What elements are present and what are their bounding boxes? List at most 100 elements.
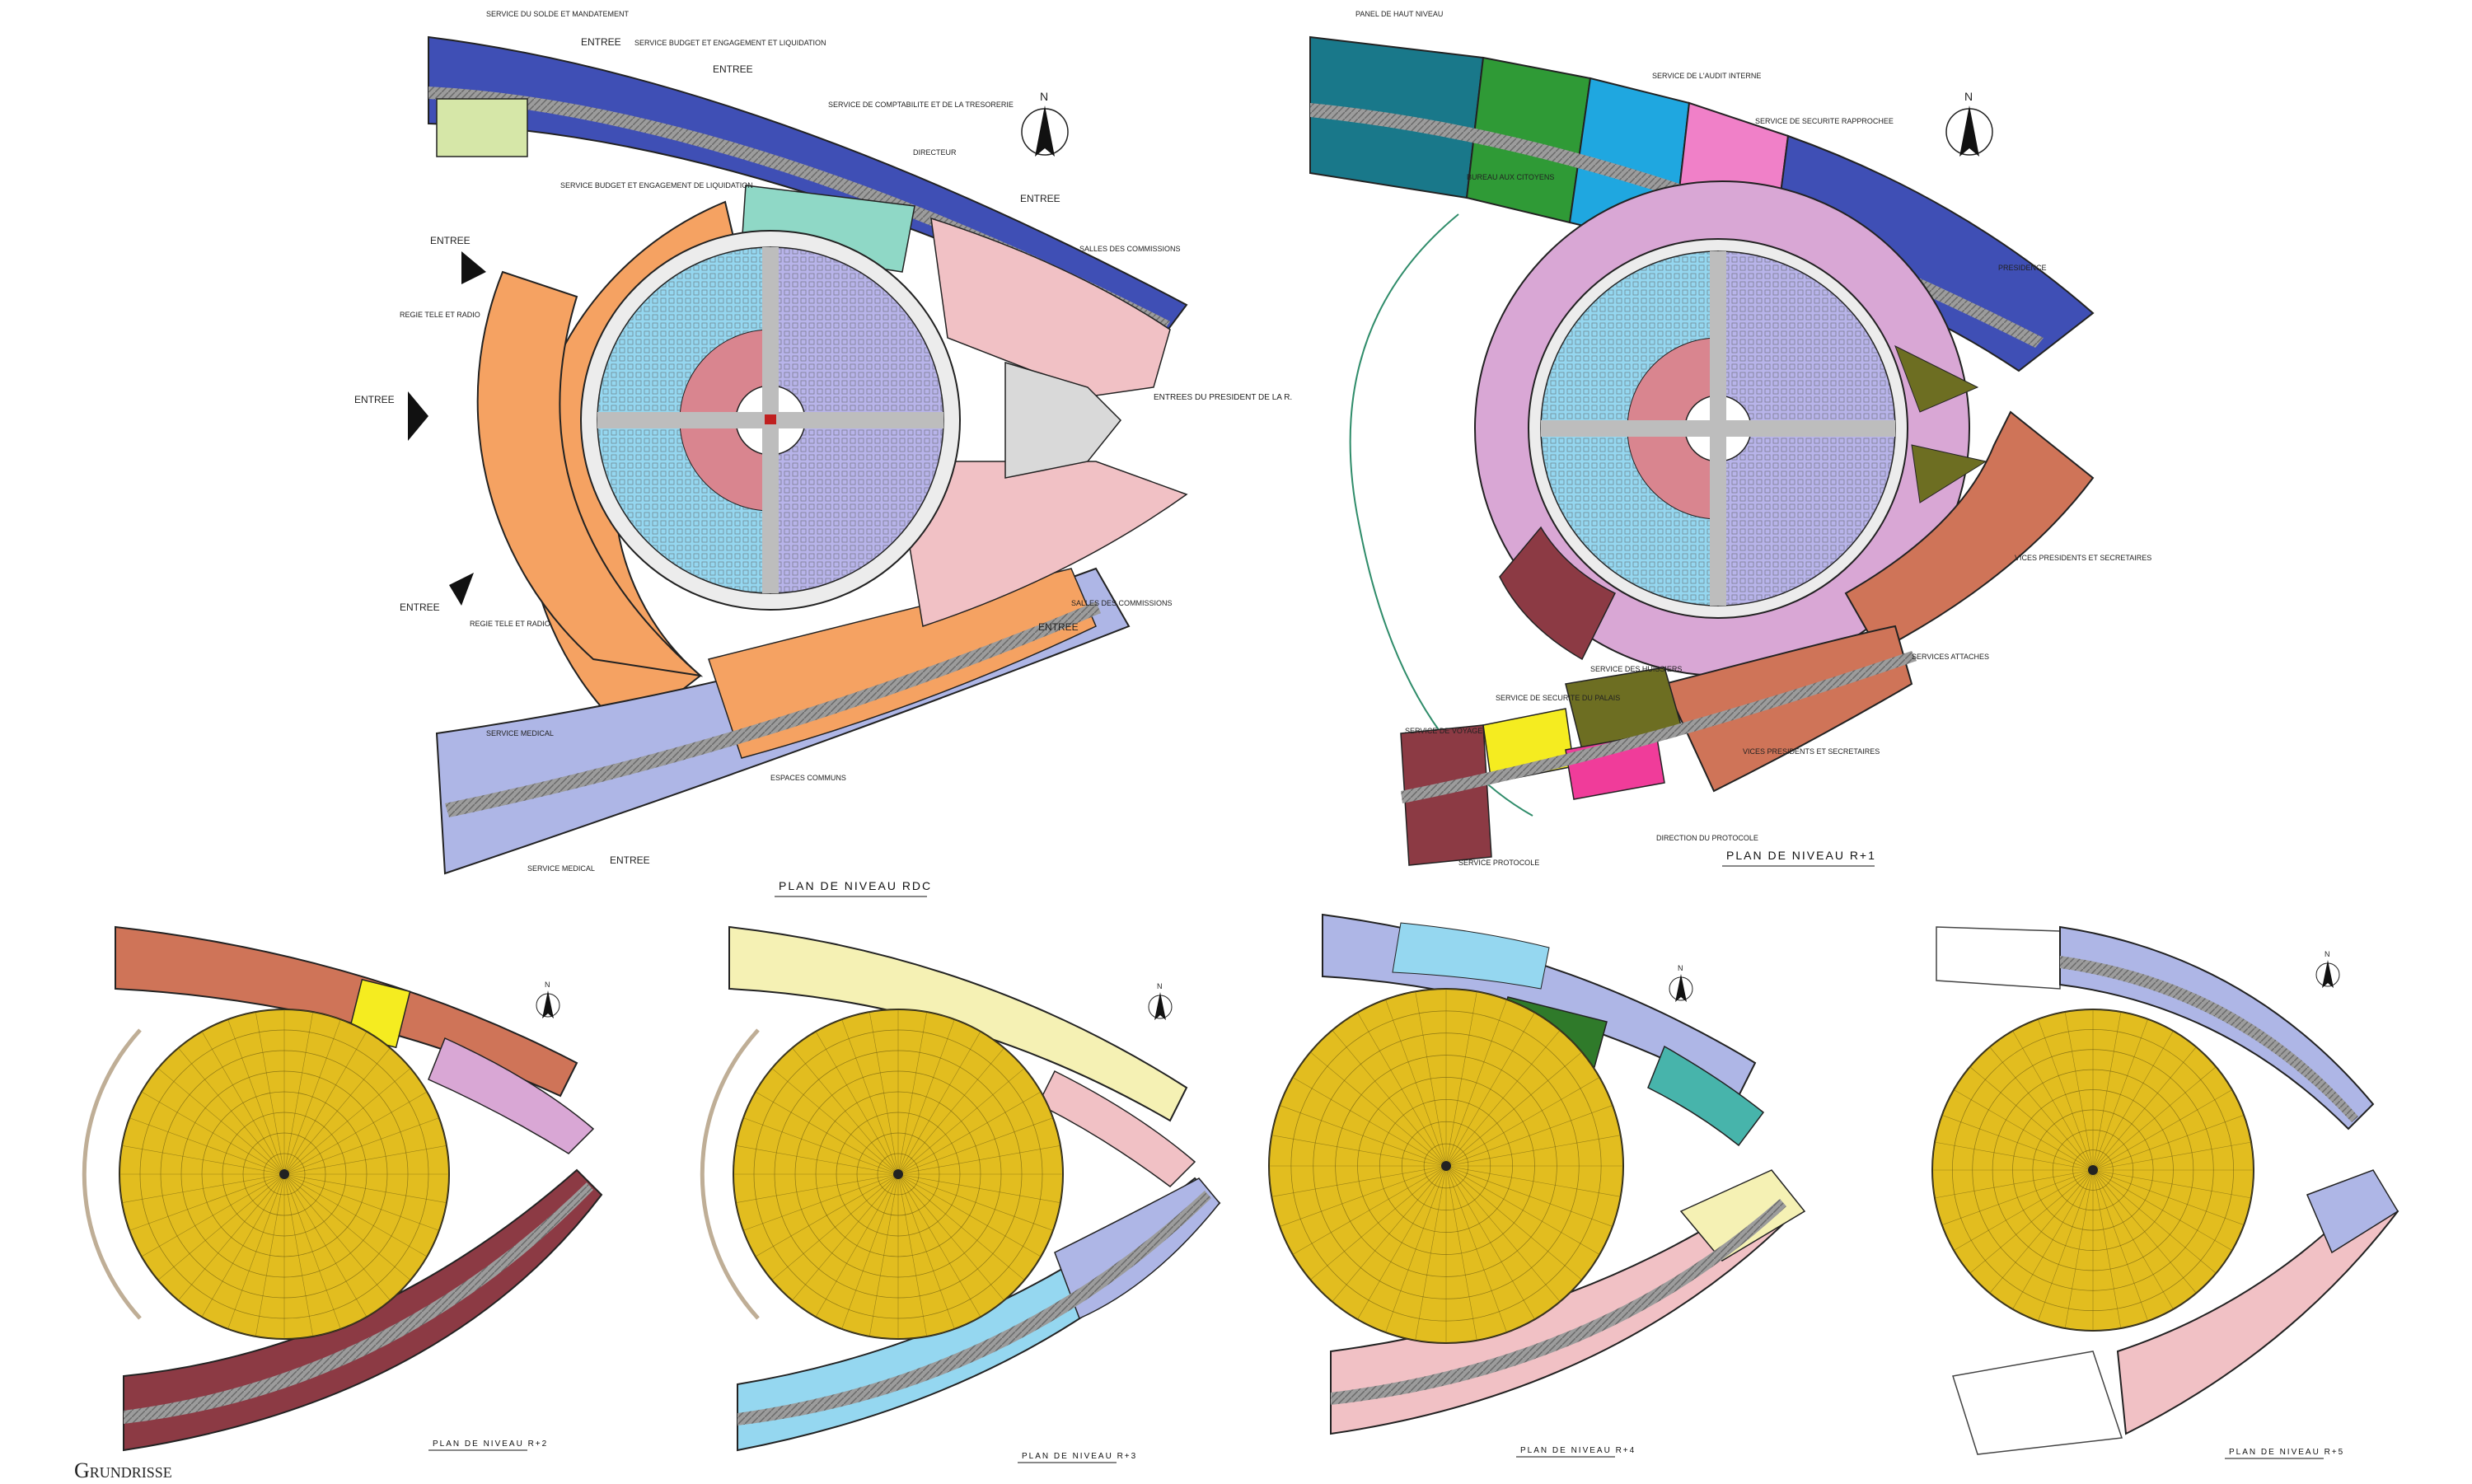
north-arrow-icon: N — [1669, 964, 1693, 1002]
plan-r4: N PLAN DE NIVEAU R+4 — [1268, 913, 1806, 1458]
dome-grid-ray — [897, 1173, 1025, 1280]
dome-grid-ray — [283, 1011, 314, 1175]
dome-grid-ray — [121, 1145, 285, 1175]
dome-grid-ray — [2092, 1066, 2217, 1171]
dome-grid-ray — [283, 1173, 314, 1337]
dome-grid-ray — [2092, 1011, 2122, 1171]
dome-grid-ray — [897, 1173, 1004, 1301]
dome-grid-ray — [1941, 1115, 2094, 1171]
dome-grid-ray — [1445, 1165, 1613, 1227]
r5-top-outline — [1936, 926, 2061, 990]
r1-bottom-corridor — [1401, 651, 1917, 803]
rdc-podium-mark — [765, 414, 776, 424]
dome-grid-ray — [897, 1173, 1042, 1257]
dome-grid-ray — [178, 1047, 285, 1175]
dome-grid-ray — [1969, 1169, 2094, 1274]
dome-grid-ray — [157, 1173, 285, 1280]
dome-center — [2088, 1165, 2098, 1175]
dome-grid-ray — [1445, 991, 1477, 1167]
rdc-pink-rooms-lower — [906, 461, 1188, 627]
dome-grids — [119, 988, 2254, 1344]
svg-text:N: N — [1157, 982, 1163, 990]
dome-grid-ray — [2092, 1030, 2174, 1171]
dome-grid-ray — [2064, 1169, 2094, 1329]
dome-grid-ray — [1445, 999, 1507, 1167]
dome-grid-ray — [1445, 1165, 1621, 1197]
plan-r3: N PLAN DE NIVEAU R+3 — [700, 925, 1221, 1463]
r2-outer-arc — [82, 1028, 142, 1320]
dome-grid-ray — [1385, 1165, 1447, 1333]
dome-grid-ray — [1445, 1165, 1582, 1280]
north-arrow-icon: N — [1021, 90, 1069, 157]
plan-r2: N PLAN DE NIVEAU R+2 — [82, 925, 603, 1452]
dome-grid-ray — [1310, 1165, 1447, 1280]
dome-grid-ray — [283, 1173, 368, 1318]
dome-grid-ray — [1279, 1105, 1447, 1167]
svg-text:N: N — [1040, 90, 1048, 103]
svg-text:N: N — [1678, 964, 1683, 972]
dome-grid-ray — [1445, 1165, 1561, 1302]
r3-top-wing-pink — [1037, 1070, 1196, 1187]
dome-grid-ray — [2012, 1169, 2094, 1310]
dome-center — [279, 1169, 289, 1179]
r1-olive-wedge — [1894, 344, 1979, 413]
dome-grid-ray — [2092, 1169, 2233, 1251]
dome-grid-ray — [815, 1173, 899, 1318]
dome-grid-ray — [283, 1173, 428, 1257]
rdc-service-label: SERVICE MEDICAL — [486, 729, 554, 737]
rdc-entree-label: ENTREES DU PRESIDENT DE LA R. — [1154, 393, 1292, 402]
dome-grid-ray — [283, 1173, 447, 1204]
dome-grid-ray — [2092, 1089, 2233, 1171]
dome-grid-ray — [841, 1018, 899, 1175]
north-arrow-icon: N — [2315, 950, 2340, 988]
dome-grid-ray — [129, 1173, 285, 1231]
dome-grid-ray — [1332, 1165, 1447, 1302]
rdc-service-label: SERVICE BUDGET ET ENGAGEMENT DE LIQUIDAT… — [560, 181, 753, 190]
dome-grid-ray — [897, 1068, 1025, 1175]
dome-grid-ray — [2038, 1169, 2094, 1322]
rdc-orange-outer — [476, 270, 704, 677]
dome-grid-ray — [227, 1018, 285, 1175]
r3-plan-title: PLAN DE NIVEAU R+3 — [1022, 1452, 1137, 1461]
dome-grid-ray — [283, 1173, 411, 1280]
dome-grid-ray — [897, 1173, 981, 1318]
dome-grid-ray — [283, 1031, 368, 1175]
r4-top-wing-cyan — [1392, 922, 1550, 990]
dome-grid-ray — [897, 1145, 1061, 1175]
dome-grid-ray — [1445, 1030, 1561, 1167]
dome-center — [1441, 1161, 1451, 1171]
dome-grid-ray — [755, 1091, 899, 1175]
dome-grid-ray — [283, 1173, 341, 1330]
dome-grid-ray — [897, 1117, 1054, 1175]
dome-grid-ray — [897, 1173, 1061, 1204]
r4-plan-title: PLAN DE NIVEAU R+4 — [1520, 1446, 1636, 1455]
dome-grid-ray — [1934, 1141, 2094, 1171]
dome-grid-ray — [2092, 1169, 2197, 1294]
r1-service-label: SERVICES ATTACHES — [1912, 653, 1989, 661]
dome-grid-ray — [792, 1173, 899, 1301]
dome-grid-ray — [1445, 1165, 1535, 1320]
dome-grid-ray — [283, 1117, 440, 1175]
rdc-bottom-corridor — [445, 602, 1101, 817]
dome-grid-ray — [283, 1145, 447, 1175]
r1-plan-title: PLAN DE NIVEAU R+1 — [1726, 849, 1876, 862]
dome-grid-ray — [255, 1011, 285, 1175]
dome-grid-ray — [1989, 1046, 2094, 1171]
dome-grid-ray — [1445, 1012, 1535, 1167]
r5-plan-title: PLAN DE NIVEAU R+5 — [2229, 1448, 2344, 1457]
dome-grid-ray — [2092, 1115, 2245, 1171]
r1-service-label: VICES PRESIDENTS ET SECRETAIRES — [2015, 554, 2151, 562]
r1-service-label: PANEL DE HAUT NIVEAU — [1355, 10, 1443, 18]
rdc-entree-label: ENTREE — [713, 63, 753, 75]
north-arrow-icon: N — [1148, 982, 1173, 1020]
svg-text:N: N — [2325, 950, 2330, 958]
dome-grid-ray — [1385, 999, 1447, 1167]
r1-service-label: VICES PRESIDENTS ET SECRETAIRES — [1743, 747, 1880, 756]
dome-grid-ray — [2092, 1018, 2148, 1171]
dome-grid-ray — [841, 1173, 899, 1330]
dome-grid-ray — [1445, 1105, 1613, 1167]
dome-grid-ray — [283, 1091, 428, 1175]
r2-plan-title: PLAN DE NIVEAU R+2 — [433, 1440, 548, 1449]
dome-grid-ray — [141, 1091, 285, 1175]
rdc-service-label: ESPACES COMMUNS — [770, 774, 846, 782]
